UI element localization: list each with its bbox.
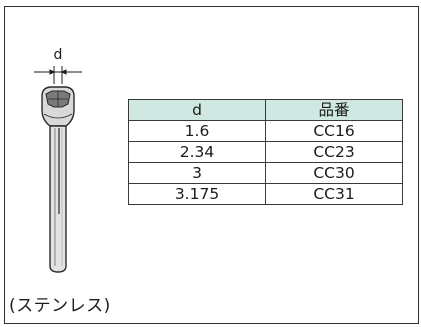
collet-head bbox=[41, 86, 75, 127]
dimension-label: d bbox=[54, 47, 63, 63]
cell-d: 1.6 bbox=[128, 120, 266, 142]
collet-shank bbox=[49, 125, 67, 273]
header-d: d bbox=[128, 99, 266, 121]
cell-part-number: CC16 bbox=[265, 120, 403, 142]
collet-drawing: d bbox=[34, 47, 82, 273]
table-header-row: d 品番 bbox=[128, 99, 403, 121]
spec-table: d 品番 1.6 CC16 2.34 CC23 3 CC30 3.175 CC3… bbox=[128, 99, 403, 205]
table-row: 3 CC30 bbox=[128, 162, 403, 184]
figure-frame bbox=[4, 6, 419, 324]
cell-part-number: CC30 bbox=[265, 162, 403, 184]
table-row: 2.34 CC23 bbox=[128, 141, 403, 163]
cell-part-number: CC31 bbox=[265, 183, 403, 205]
cell-d: 3.175 bbox=[128, 183, 266, 205]
cell-d: 2.34 bbox=[128, 141, 266, 163]
header-part-number: 品番 bbox=[265, 99, 403, 121]
material-label: (ステンレス) bbox=[9, 296, 111, 316]
dimension-marker bbox=[34, 66, 82, 84]
table-row: 1.6 CC16 bbox=[128, 120, 403, 142]
cell-d: 3 bbox=[128, 162, 266, 184]
table-row: 3.175 CC31 bbox=[128, 183, 403, 205]
cell-part-number: CC23 bbox=[265, 141, 403, 163]
